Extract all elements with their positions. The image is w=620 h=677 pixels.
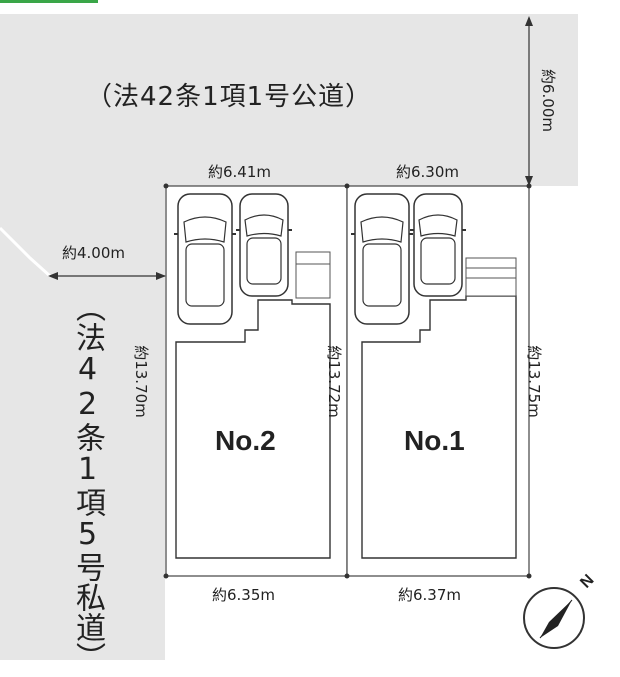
public-road-width-arrow bbox=[525, 16, 533, 186]
lot-no2-depth-label: 約13.70m bbox=[131, 345, 150, 418]
public-road-label: （法42条1項1号公道） bbox=[86, 82, 373, 112]
compass-icon bbox=[523, 587, 585, 649]
car-no1-a bbox=[351, 193, 413, 325]
private-road-label: （法42条1項5号私道） bbox=[70, 292, 105, 672]
header-accent-bar bbox=[0, 0, 98, 3]
lot-no1-rear-label: 約6.37m bbox=[398, 586, 462, 604]
lot-no2-label: No.2 bbox=[215, 425, 276, 456]
car-no1-b bbox=[410, 193, 466, 297]
lot-no1-shared-depth-label: 約13.72m bbox=[324, 345, 343, 418]
lot-no1-right-depth-label: 約13.75m bbox=[524, 345, 543, 418]
public-road-area bbox=[0, 14, 578, 276]
car-no2-b bbox=[236, 193, 292, 297]
private-road-width-arrow bbox=[48, 272, 166, 280]
private-road-width-label: 約4.00m bbox=[62, 244, 126, 262]
building-no1 bbox=[361, 295, 517, 559]
lot-no2-rear-label: 約6.35m bbox=[212, 586, 276, 604]
lot-no1-frontage-label: 約6.30m bbox=[396, 163, 460, 181]
car-no2-a bbox=[174, 193, 236, 325]
building-no2 bbox=[175, 299, 331, 559]
public-road-width-label: 約6.00m bbox=[539, 68, 558, 133]
lot-no1-label: No.1 bbox=[404, 425, 465, 456]
private-road-area bbox=[0, 228, 165, 660]
lot-no2-frontage-label: 約6.41m bbox=[208, 163, 272, 181]
